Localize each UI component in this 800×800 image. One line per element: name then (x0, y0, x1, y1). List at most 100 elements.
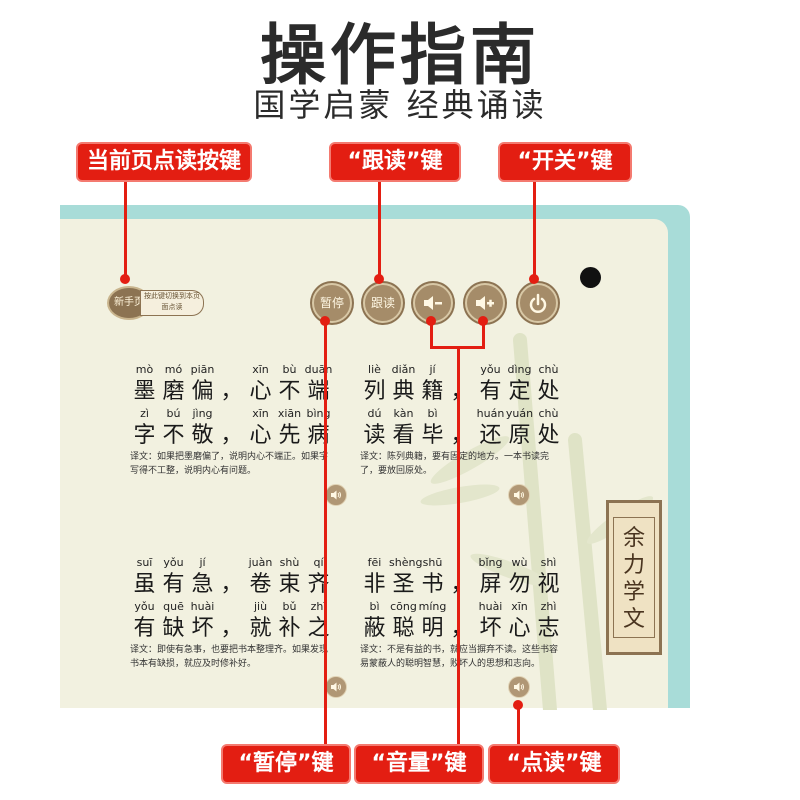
pinyin: bìng (306, 407, 331, 420)
hanzi: 明 (421, 616, 444, 641)
point-read-speaker-button[interactable] (508, 484, 530, 506)
hanzi: 缺 (162, 616, 185, 641)
pinyin: dú (367, 407, 382, 420)
hanzi: 处 (537, 379, 560, 404)
callout-volume: “音量”键 (354, 744, 484, 784)
speaker-icon (514, 682, 524, 692)
hanzi: 圣 (392, 572, 415, 597)
pinyin: yǒu (134, 600, 155, 613)
connector-dot (320, 316, 330, 326)
point-read-speaker-button[interactable] (325, 484, 347, 506)
connector-line (430, 322, 433, 348)
hanzi: 处 (537, 423, 560, 448)
poem-char: bìng 病 (304, 406, 333, 450)
seal-border (613, 517, 655, 638)
pinyin: bǔ (282, 600, 297, 613)
callout-power: “开关”键 (498, 142, 632, 182)
volume-down-icon (424, 296, 442, 310)
pinyin: huài (190, 600, 215, 613)
pinyin (217, 555, 246, 571)
poem-char: quē 缺 (159, 599, 188, 643)
hanzi: 病 (307, 423, 330, 448)
hanzi: 书 (421, 572, 444, 597)
hanzi: ， (220, 423, 243, 448)
pinyin: bì (427, 407, 438, 420)
pinyin: zì (140, 407, 149, 420)
pinyin (447, 362, 476, 378)
power-button[interactable] (518, 283, 558, 323)
hanzi: 籍 (421, 379, 444, 404)
pinyin: fēi (367, 556, 382, 569)
speaker-icon (331, 490, 341, 500)
pinyin (217, 599, 246, 615)
pinyin: yǒu (163, 556, 184, 569)
pinyin: bù (282, 363, 297, 376)
point-read-speaker-button[interactable] (508, 676, 530, 698)
hanzi: 急 (191, 572, 214, 597)
seal-char: 余 (622, 526, 645, 551)
pinyin: bǐng (478, 556, 503, 569)
hanzi: 敬 (191, 423, 214, 448)
pinyin: piān (190, 363, 215, 376)
pinyin: xīn (252, 407, 269, 420)
connector-line (482, 322, 485, 348)
hanzi: 心 (508, 616, 531, 641)
pinyin: yǒu (480, 363, 501, 376)
point-read-speaker-button[interactable] (325, 676, 347, 698)
connector-dot (120, 274, 130, 284)
hanzi: 看 (392, 423, 415, 448)
hanzi: ， (220, 616, 243, 641)
pinyin: wù (511, 556, 528, 569)
poem-char: ， (447, 599, 476, 643)
connector-dot (513, 700, 523, 710)
hanzi: 视 (537, 572, 560, 597)
pinyin: juàn (248, 556, 273, 569)
poem-char: ， (217, 599, 246, 643)
connector-line (457, 346, 460, 744)
pinyin: huán (476, 407, 505, 420)
callout-pause: “暂停”键 (221, 744, 351, 784)
hanzi: ， (450, 572, 473, 597)
poem-char: ， (217, 362, 246, 406)
hanzi: 蔽 (363, 616, 386, 641)
page-subtitle: 国学启蒙 经典诵读 (253, 86, 547, 124)
pinyin: quē (163, 600, 184, 613)
poem-char: ， (447, 555, 476, 599)
hanzi: 齐 (307, 572, 330, 597)
hanzi: 就 (249, 616, 272, 641)
hanzi: ， (450, 379, 473, 404)
pinyin: xiān (277, 407, 302, 420)
hanzi: ， (450, 423, 473, 448)
newbie-tip-label: 按此键切换到本页面点读 (140, 290, 204, 316)
seal-char: 文 (622, 607, 645, 632)
pinyin: bú (166, 407, 181, 420)
poem-char: ， (217, 555, 246, 599)
pause-button[interactable]: 暂停 (312, 283, 352, 323)
pinyin: zhī (310, 600, 327, 613)
callout-page-button: 当前页点读按键 (76, 142, 252, 182)
follow-read-button[interactable]: 跟读 (363, 283, 403, 323)
hanzi: 端 (307, 379, 330, 404)
hanzi: 定 (508, 379, 531, 404)
pinyin (447, 406, 476, 422)
